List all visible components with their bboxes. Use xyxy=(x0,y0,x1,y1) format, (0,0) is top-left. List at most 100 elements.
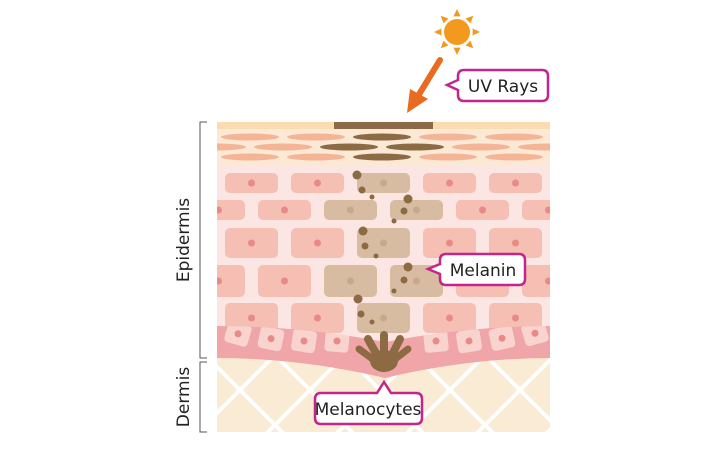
sun-ray xyxy=(440,15,449,24)
cell-nucleus xyxy=(413,206,420,214)
cell-nucleus xyxy=(248,314,255,322)
dermis-fiber xyxy=(217,355,222,432)
dermis-fiber xyxy=(468,355,550,432)
stratum-corneum xyxy=(217,122,609,166)
melanin-granule xyxy=(353,294,363,304)
cell-nucleus xyxy=(512,239,519,247)
melanocyte xyxy=(355,331,412,372)
cell-nucleus xyxy=(578,240,585,247)
basal-cell xyxy=(324,329,350,353)
keratinocyte xyxy=(555,303,608,333)
uv-rays-label: UV Rays xyxy=(468,77,538,97)
basal-cell xyxy=(488,326,516,351)
cell-nucleus xyxy=(314,239,321,247)
melanocytes-callout: Melanocytes xyxy=(313,379,424,426)
cell-nucleus xyxy=(380,239,387,247)
cell-nucleus xyxy=(300,337,308,345)
basal-cell xyxy=(423,329,449,353)
dermis-fiber xyxy=(50,340,150,440)
flattened-cell xyxy=(320,143,378,151)
sun-ray xyxy=(440,40,449,49)
cell-nucleus xyxy=(380,179,387,187)
dermis-fiber xyxy=(0,340,80,440)
cell-nucleus xyxy=(217,206,222,214)
melanin-granule xyxy=(403,262,413,272)
cell-nucleus xyxy=(281,206,288,214)
cell-nucleus xyxy=(314,179,321,187)
sun-disc xyxy=(444,19,470,45)
flattened-cell xyxy=(217,143,246,151)
arrow-icon xyxy=(407,57,443,113)
epidermis-label: Epidermis xyxy=(174,198,194,282)
cell-nucleus xyxy=(347,206,354,214)
cell-nucleus xyxy=(545,206,550,214)
flattened-cell xyxy=(287,133,345,141)
cell-nucleus xyxy=(248,239,255,247)
melanin-granule xyxy=(358,226,368,236)
flattened-cell xyxy=(551,134,609,141)
sun-ray xyxy=(434,28,442,36)
dermis-bracket xyxy=(199,361,207,433)
melanin-label: Melanin xyxy=(450,261,517,281)
epidermis-bracket xyxy=(199,121,207,359)
dermis-fiber xyxy=(217,355,222,432)
melanin-granule xyxy=(403,194,413,204)
flattened-cell xyxy=(254,143,312,151)
dermis-fiber xyxy=(680,340,720,440)
melanin-granule xyxy=(369,194,375,200)
dermis-fiber xyxy=(610,340,710,440)
melanin-granule xyxy=(391,218,397,224)
melanin-granule xyxy=(352,170,362,180)
cell-nucleus xyxy=(512,179,519,187)
flattened-cell xyxy=(287,153,345,161)
keratinocyte xyxy=(555,173,608,193)
sun-icon xyxy=(434,9,480,55)
flattened-cell xyxy=(419,133,477,141)
melanocytes-label: Melanocytes xyxy=(315,400,422,420)
cell-nucleus xyxy=(531,329,539,337)
dermis-fiber xyxy=(538,355,550,432)
cell-nucleus xyxy=(380,314,387,322)
dermis-fiber xyxy=(538,355,550,432)
flattened-cell xyxy=(386,143,444,151)
epidermis-layer xyxy=(217,165,608,372)
cell-nucleus xyxy=(479,206,486,214)
flattened-cell xyxy=(518,143,550,151)
cell-nucleus xyxy=(217,277,222,285)
dermis-fiber xyxy=(0,340,80,440)
basal-cell xyxy=(291,328,317,354)
melanin-granule xyxy=(391,288,397,294)
flattened-cell xyxy=(485,153,543,161)
sun-ray xyxy=(453,47,461,55)
basal-cell xyxy=(224,326,252,347)
cell-nucleus xyxy=(413,277,420,285)
keratinocyte xyxy=(555,228,608,258)
cell-nucleus xyxy=(347,277,354,285)
melanin-callout: Melanin xyxy=(424,252,527,287)
dermis-fiber xyxy=(0,340,10,440)
flattened-cell xyxy=(221,133,279,141)
cell-nucleus xyxy=(333,337,341,345)
cell-nucleus xyxy=(498,334,506,342)
dermis-fiber xyxy=(50,340,150,440)
cell-nucleus xyxy=(578,315,585,322)
melanin-granule xyxy=(369,319,375,325)
flattened-cell xyxy=(353,133,411,141)
sun-ray xyxy=(472,28,480,36)
uv-rays-callout: UV Rays xyxy=(443,68,550,103)
cell-nucleus xyxy=(281,277,288,285)
flattened-cell xyxy=(221,153,279,161)
melanin-granule xyxy=(400,207,408,215)
dermis-fiber xyxy=(0,340,10,440)
melanin-granule xyxy=(373,253,379,259)
cell-nucleus xyxy=(248,179,255,187)
melanin-granules xyxy=(352,170,413,325)
dermis-label: Dermis xyxy=(174,367,194,428)
flattened-cell xyxy=(353,153,411,161)
flattened-cell xyxy=(452,143,510,151)
cell-nucleus xyxy=(446,239,453,247)
dermis-fiber xyxy=(610,340,710,440)
cell-nucleus xyxy=(446,314,453,322)
melanin-granule xyxy=(400,276,408,284)
